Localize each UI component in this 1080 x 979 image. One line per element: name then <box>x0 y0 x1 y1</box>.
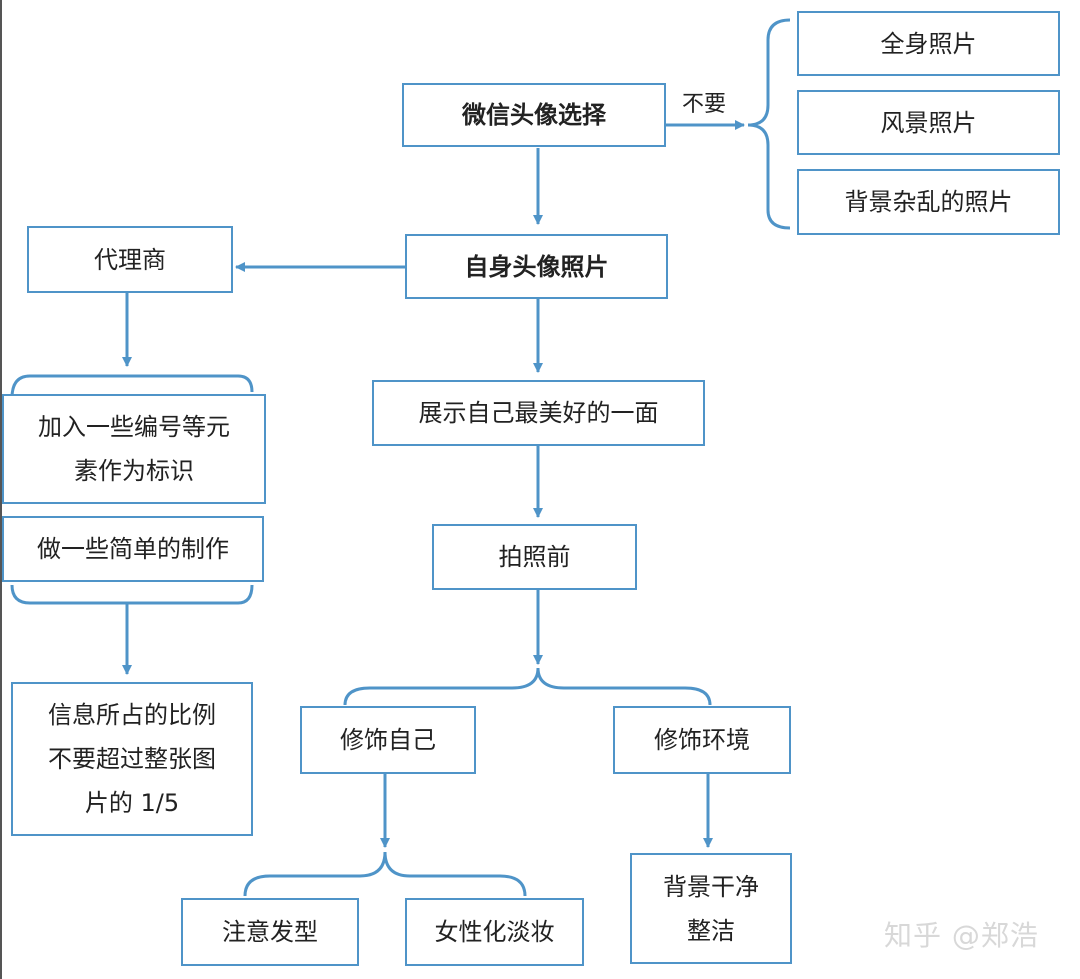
node-own-avatar-photo: 自身头像照片 <box>405 234 668 299</box>
node-info-ratio-line-1: 信息所占的比例 <box>48 701 216 729</box>
page-left-border <box>0 0 2 979</box>
brace-groom <box>343 667 712 706</box>
node-info-ratio-line-2: 不要超过整张图 <box>48 745 216 773</box>
brace-agent-bottom <box>10 584 254 605</box>
brace-not-wanted <box>747 18 791 230</box>
brace-agent-top <box>10 374 254 399</box>
node-feminine-makeup: 女性化淡妆 <box>405 898 584 966</box>
label-not-wanted: 不要 <box>682 92 727 117</box>
node-full-body-photo: 全身照片 <box>797 11 1060 76</box>
node-simple-edits: 做一些简单的制作 <box>2 516 264 582</box>
node-groom-self: 修饰自己 <box>300 706 476 774</box>
node-add-elements-line-1: 加入一些编号等元 <box>38 413 230 441</box>
brace-groom-self <box>243 851 527 897</box>
node-clean-background: 背景干净 整洁 <box>630 853 792 964</box>
node-clean-background-line-1: 背景干净 <box>663 872 759 901</box>
node-agent: 代理商 <box>27 226 233 293</box>
node-info-ratio: 信息所占的比例 不要超过整张图 片的 1/5 <box>11 682 253 836</box>
node-info-ratio-line-3: 片的 1/5 <box>84 789 180 817</box>
node-add-elements-line-2: 素作为标识 <box>74 457 194 485</box>
node-wechat-avatar-choice: 微信头像选择 <box>402 83 666 147</box>
node-before-photo: 拍照前 <box>432 524 637 590</box>
node-messy-background-photo: 背景杂乱的照片 <box>797 169 1060 235</box>
node-scenery-photo: 风景照片 <box>797 90 1060 155</box>
node-hairstyle: 注意发型 <box>181 898 359 966</box>
node-show-best-side: 展示自己最美好的一面 <box>372 380 705 446</box>
node-add-elements: 加入一些编号等元 素作为标识 <box>2 394 266 504</box>
node-groom-environment: 修饰环境 <box>613 706 791 774</box>
watermark: 知乎 @郑浩 <box>884 919 1039 952</box>
node-clean-background-line-2: 整洁 <box>687 916 735 945</box>
